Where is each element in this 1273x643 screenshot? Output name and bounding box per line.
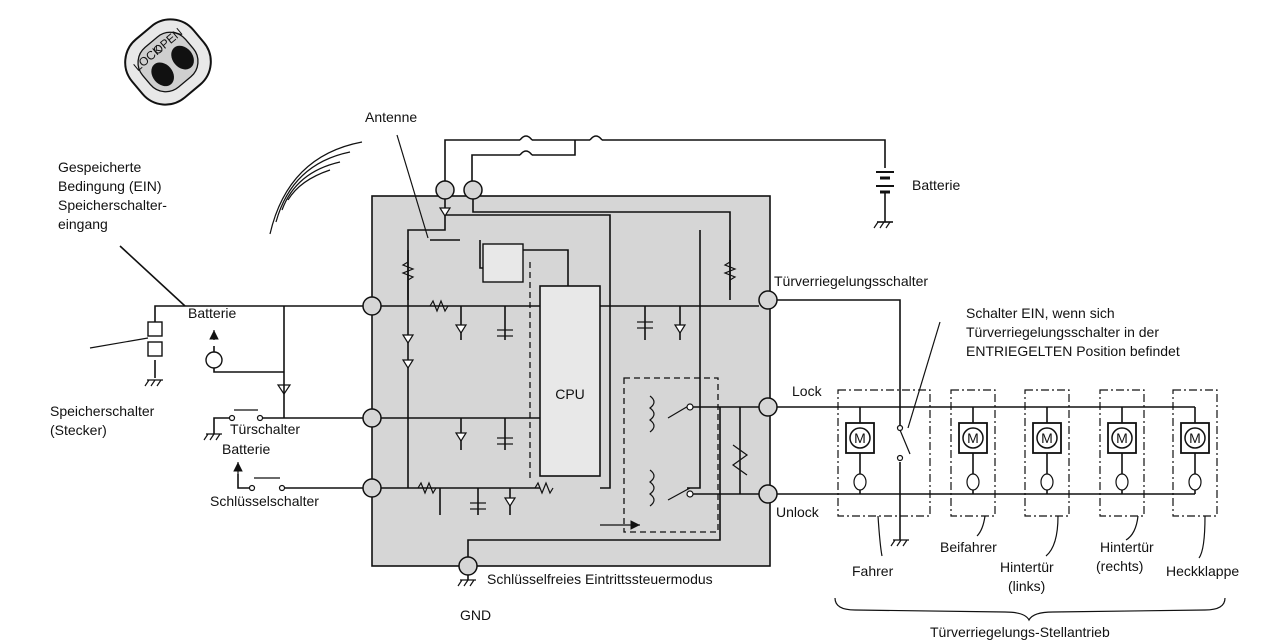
motor-hintertuer-links <box>1024 389 1070 517</box>
motor-fahrer <box>837 389 931 517</box>
motor-label-heckklappe: Heckklappe <box>1166 563 1239 579</box>
key-switch-icon <box>248 477 286 492</box>
motor-beifahrer <box>950 389 996 517</box>
motor-label-beifahrer: Beifahrer <box>940 539 997 555</box>
door-switch-label: Türschalter <box>230 421 300 437</box>
battery-top-label: Batterie <box>912 177 960 193</box>
antenna-pointer <box>396 134 429 239</box>
ecu-internal-wiring <box>381 199 759 557</box>
cpu-box <box>539 285 601 477</box>
memory-input-label-2: eingang <box>58 216 108 232</box>
switch-on-label-1: Schalter EIN, wenn sich <box>966 305 1115 321</box>
lock-label: Lock <box>792 383 823 399</box>
memory-switch-connector <box>147 321 163 357</box>
relay-coils <box>649 395 694 507</box>
stored-condition-label-2: Bedingung (EIN) <box>58 178 162 194</box>
motor-label-hintertuer-links-2: (links) <box>1008 578 1045 594</box>
terminals <box>362 180 778 576</box>
motor-label-fahrer: Fahrer <box>852 563 894 579</box>
antenna-label: Antenne <box>365 109 417 125</box>
door-lamp-icon <box>205 351 223 369</box>
switch-on-pointer <box>907 321 941 429</box>
motor-label-hintertuer-rechts-1: Hintertür <box>1100 539 1154 555</box>
door-switch-icon <box>228 409 264 422</box>
stored-condition-label-1: Gespeicherte <box>58 159 141 175</box>
motor-symbol: M <box>1189 430 1201 446</box>
door-lock-switch-label: Türverriegelungsschalter <box>774 273 928 289</box>
cpu-label: CPU <box>555 386 585 402</box>
key-switch-label: Schlüsselschalter <box>210 493 319 509</box>
relay-box <box>623 377 719 533</box>
actuator-label: Türverriegelungs-Stellantrieb <box>930 624 1110 640</box>
memory-switch-pointer <box>89 337 149 349</box>
battery-symbol <box>873 171 894 229</box>
motor-hintertuer-rechts <box>1099 389 1145 517</box>
actuator-motors <box>837 389 1218 517</box>
motor-label-hintertuer-links-1: Hintertür <box>1000 559 1054 575</box>
motor-symbol: M <box>1041 430 1053 446</box>
right-wiring <box>777 299 1195 540</box>
motor-heckklappe <box>1172 389 1218 517</box>
motor-symbol: M <box>854 430 866 446</box>
unlock-label: Unlock <box>776 504 820 520</box>
remote-key-fob: LOCK OPEN <box>124 18 212 106</box>
gnd-label: GND <box>460 607 491 623</box>
motor-label-pointers <box>834 515 1226 622</box>
motor-symbol: M <box>1116 430 1128 446</box>
resistors <box>401 261 737 495</box>
memory-switch-label-1: Speicherschalter <box>50 403 155 419</box>
battery-left-label: Batterie <box>188 305 236 321</box>
door-lock-switch-icon <box>896 424 911 462</box>
capacitors <box>470 321 653 510</box>
zener-diode <box>731 444 749 476</box>
switch-on-label-3: ENTRIEGELTEN Position befindet <box>966 343 1180 359</box>
lock-button <box>151 62 175 87</box>
open-button <box>171 45 194 70</box>
memory-switch-label-2: (Stecker) <box>50 422 107 438</box>
top-wiring <box>444 135 886 187</box>
keyless-mode-label: Schlüsselfreies Eintrittssteuermodus <box>487 571 713 587</box>
radio-wave-icon <box>269 141 363 235</box>
diodes <box>276 207 687 508</box>
receiver-module <box>482 243 524 283</box>
left-wiring <box>119 245 363 489</box>
switch-on-label-2: Türverriegelungsschalter in der <box>966 324 1159 340</box>
motor-symbol: M <box>967 430 979 446</box>
memory-input-label-1: Speicherschalter- <box>58 197 167 213</box>
battery-mid-label: Batterie <box>222 441 270 457</box>
motor-label-hintertuer-rechts-2: (rechts) <box>1096 558 1143 574</box>
